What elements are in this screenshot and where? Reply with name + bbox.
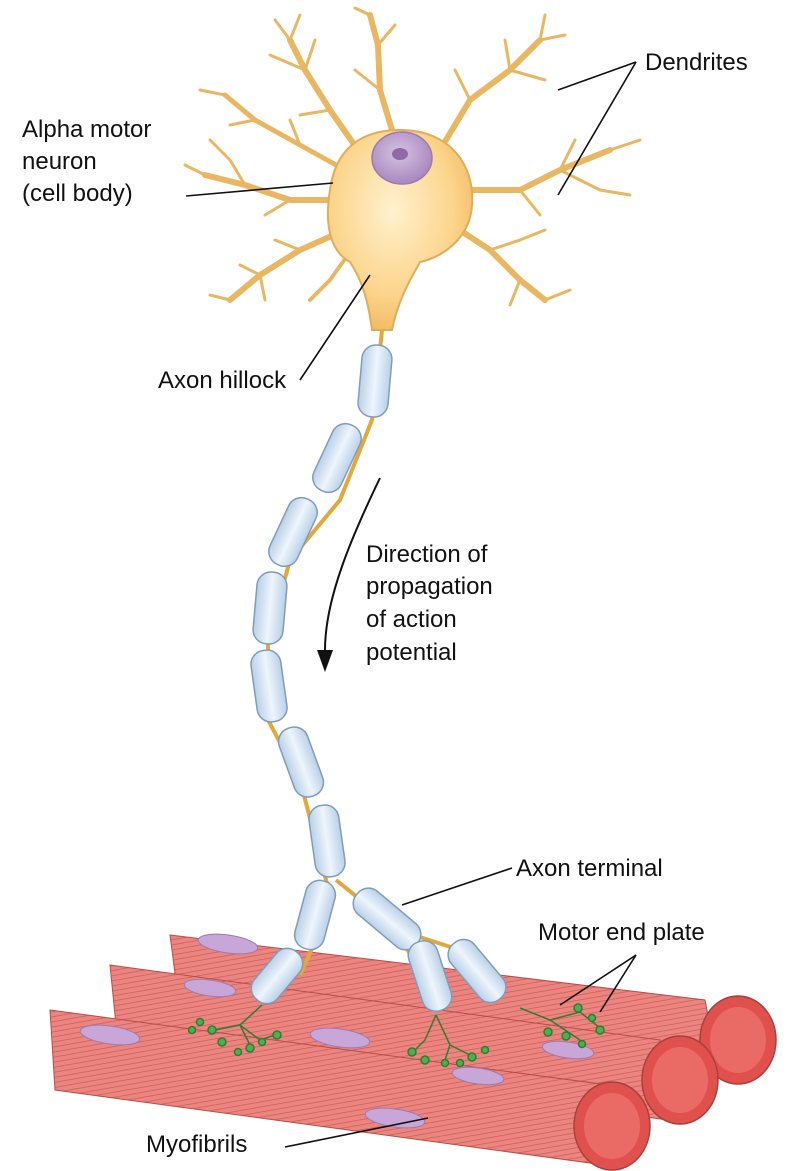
- label-motor-end-plate: Motor end plate: [538, 919, 705, 946]
- label-myofibrils: Myofibrils: [146, 1131, 247, 1158]
- label-alpha-motor-line1: Alpha motor: [22, 116, 151, 143]
- label-axon-hillock: Axon hillock: [158, 367, 287, 394]
- myelin-sheaths: [246, 344, 512, 1015]
- label-alpha-motor-line3: (cell body): [22, 180, 133, 207]
- label-axon-terminal: Axon terminal: [516, 855, 663, 882]
- label-direction-line4: potential: [366, 639, 457, 666]
- label-direction-line1: Direction of: [366, 541, 488, 568]
- label-dendrites: Dendrites: [645, 49, 748, 76]
- label-direction-line2: propagation: [366, 573, 493, 600]
- label-alpha-motor-line2: neuron: [22, 148, 97, 175]
- label-direction-line3: of action: [366, 606, 457, 633]
- cell-body: [328, 130, 472, 330]
